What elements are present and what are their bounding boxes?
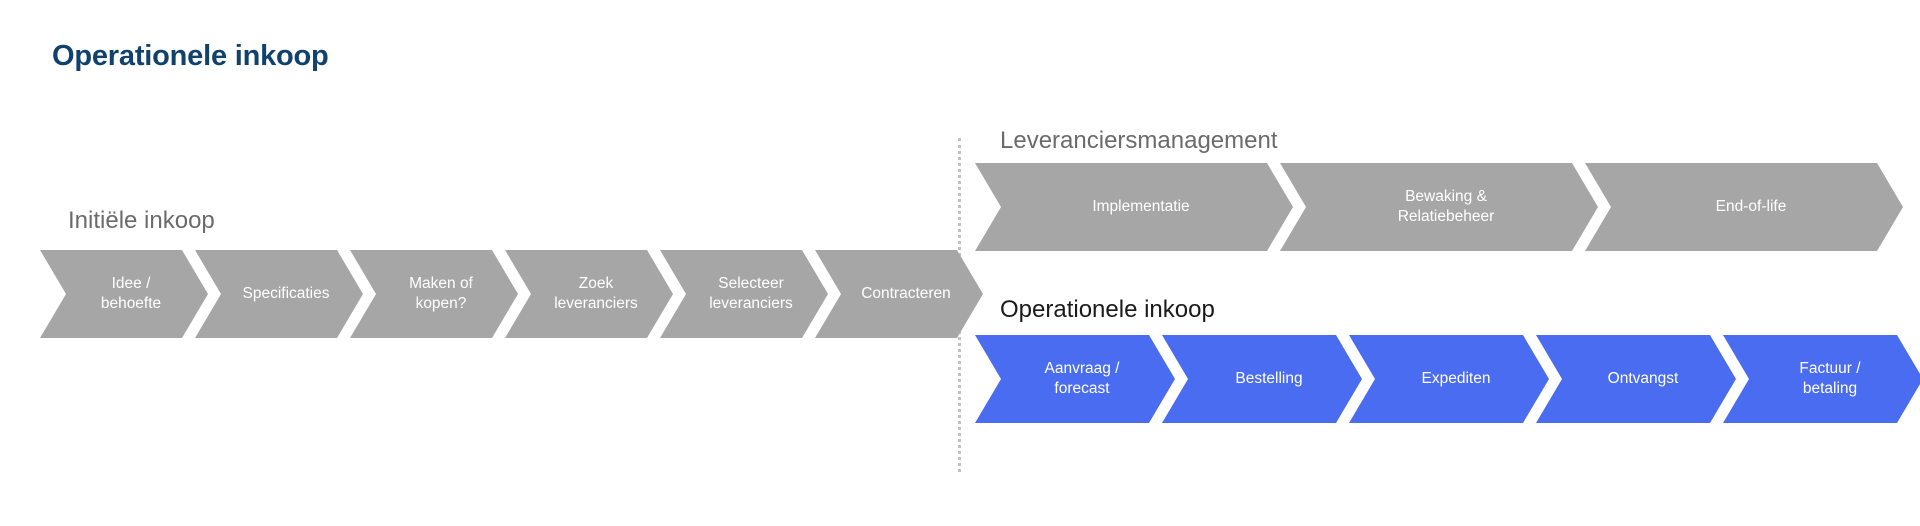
process-step-selecteer-leveranciers[interactable]: Selecteer leveranciers — [660, 250, 828, 338]
process-step-zoek-leveranciers[interactable]: Zoek leveranciers — [505, 250, 673, 338]
process-row-leveranciersmanagement: Implementatie Bewaking & Relatiebeheer E… — [975, 163, 1890, 251]
process-step-label: Ontvangst — [1607, 370, 1679, 388]
process-step-contracteren[interactable]: Contracteren — [815, 250, 983, 338]
process-step-label: Idee / behoefte — [100, 275, 162, 312]
process-step-expediten[interactable]: Expediten — [1349, 335, 1549, 423]
process-row-initiele-inkoop: Idee / behoefte Specificaties Maken of k… — [40, 250, 970, 338]
process-step-idee-behoefte[interactable]: Idee / behoefte — [40, 250, 208, 338]
process-step-maken-of-kopen[interactable]: Maken of kopen? — [350, 250, 518, 338]
process-row-operationele-inkoop: Aanvraag / forecast Bestelling Expediten… — [975, 335, 1910, 423]
process-step-label: Contracteren — [861, 285, 951, 303]
process-step-label: End-of-life — [1715, 198, 1787, 216]
process-step-label: Factuur / betaling — [1799, 360, 1861, 397]
process-step-label: Aanvraag / forecast — [1044, 360, 1120, 397]
page-title: Operationele inkoop — [52, 40, 329, 72]
section-label-leveranciersmanagement: Leveranciersmanagement — [1000, 127, 1278, 154]
section-label-operationele-inkoop: Operationele inkoop — [1000, 296, 1215, 323]
process-step-implementatie[interactable]: Implementatie — [975, 163, 1293, 251]
process-step-label: Expediten — [1421, 370, 1491, 388]
process-step-label: Implementatie — [1092, 198, 1190, 216]
process-step-ontvangst[interactable]: Ontvangst — [1536, 335, 1736, 423]
process-step-bewaking-relatiebeheer[interactable]: Bewaking & Relatiebeheer — [1280, 163, 1598, 251]
process-step-label: Bewaking & Relatiebeheer — [1397, 188, 1495, 225]
section-label-initiele-inkoop: Initiële inkoop — [68, 207, 215, 234]
process-step-label: Maken of kopen? — [409, 275, 473, 312]
process-step-label: Specificaties — [242, 285, 330, 303]
process-step-aanvraag-forecast[interactable]: Aanvraag / forecast — [975, 335, 1175, 423]
process-step-bestelling[interactable]: Bestelling — [1162, 335, 1362, 423]
process-step-end-of-life[interactable]: End-of-life — [1585, 163, 1903, 251]
process-step-specificaties[interactable]: Specificaties — [195, 250, 363, 338]
process-step-label: Selecteer leveranciers — [709, 275, 793, 312]
process-step-label: Zoek leveranciers — [554, 275, 638, 312]
process-step-factuur-betaling[interactable]: Factuur / betaling — [1723, 335, 1920, 423]
process-step-label: Bestelling — [1235, 370, 1303, 388]
